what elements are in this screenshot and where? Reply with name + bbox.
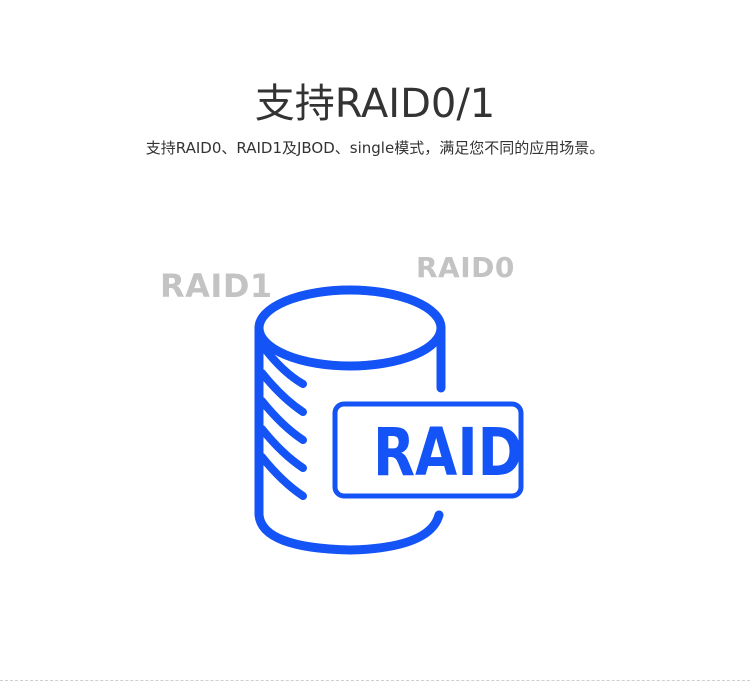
raid-badge: RAID xyxy=(332,401,524,499)
cylinder-bottom xyxy=(254,510,444,555)
raid0-label: RAID0 xyxy=(416,251,515,284)
feature-description: 支持RAID0、RAID1及JBOD、single模式，满足您不同的应用场景。 xyxy=(145,139,605,157)
cylinder-stripes xyxy=(258,341,307,500)
cylinder-top xyxy=(254,285,446,371)
raid-badge-frame xyxy=(332,401,524,499)
section-divider xyxy=(0,680,750,681)
raid-badge-text: RAID xyxy=(373,414,523,491)
raid1-label: RAID1 xyxy=(160,267,273,305)
database-cylinder-icon xyxy=(254,285,446,555)
feature-title: 支持RAID0/1 xyxy=(254,81,496,127)
